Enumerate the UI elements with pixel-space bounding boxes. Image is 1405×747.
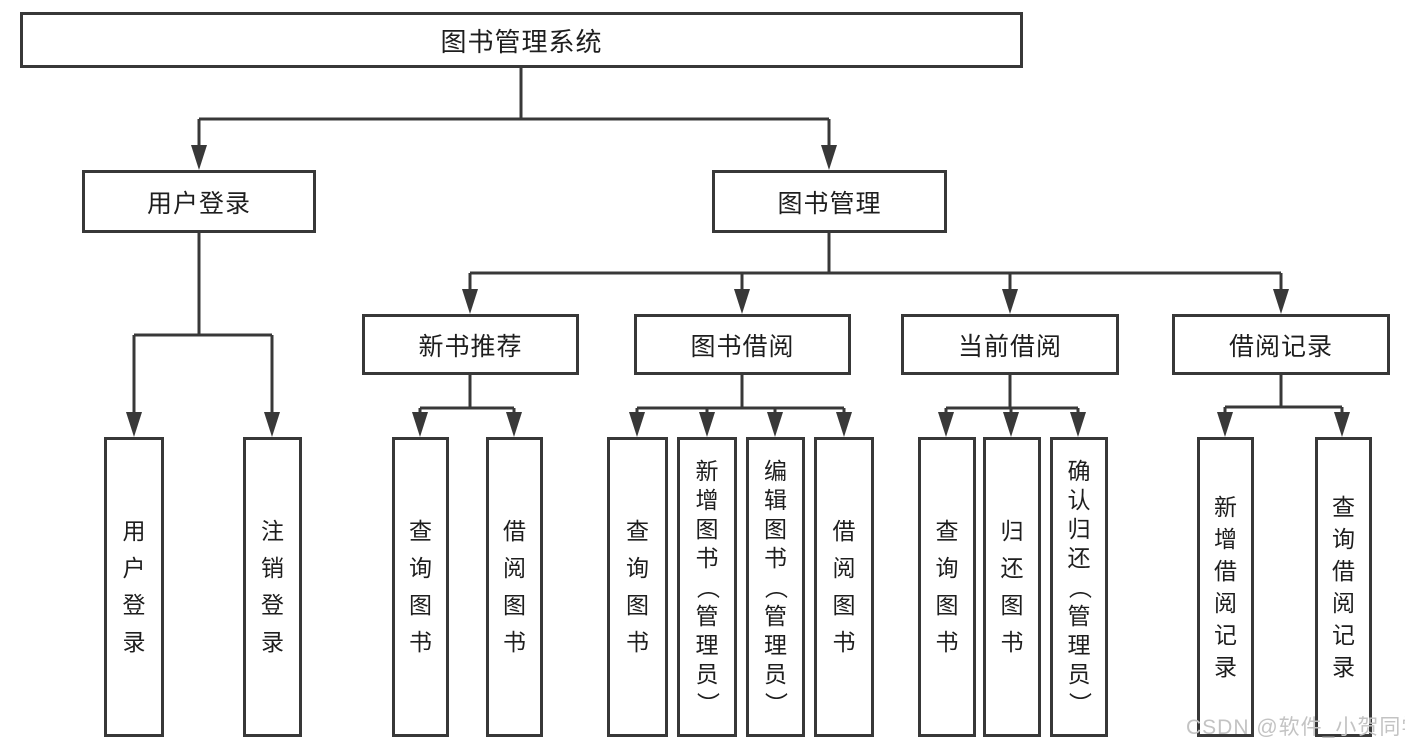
leaf-query-books-recommend: 查询图书 [392, 437, 449, 737]
leaf-add-book-admin: 新增图书（管理员） [677, 437, 737, 737]
node-user-login: 用户登录 [82, 170, 316, 233]
leaf-query-books-current: 查询图书 [918, 437, 976, 737]
leaf-query-books-borrowing: 查询图书 [607, 437, 668, 737]
leaf-logout: 注销登录 [243, 437, 302, 737]
node-current-borrowing: 当前借阅 [901, 314, 1119, 375]
leaf-edit-book-admin: 编辑图书（管理员） [746, 437, 805, 737]
node-borrowing-records: 借阅记录 [1172, 314, 1390, 375]
node-root-system: 图书管理系统 [20, 12, 1023, 68]
node-book-borrowing: 图书借阅 [634, 314, 851, 375]
leaf-user-login: 用户登录 [104, 437, 164, 737]
leaf-return-book: 归还图书 [983, 437, 1041, 737]
leaf-add-borrow-record: 新增借阅记录 [1197, 437, 1254, 737]
leaf-confirm-return-admin: 确认归还（管理员） [1050, 437, 1108, 737]
node-new-book-recommend: 新书推荐 [362, 314, 579, 375]
leaf-borrow-books-borrowing: 借阅图书 [814, 437, 874, 737]
node-book-management: 图书管理 [712, 170, 947, 233]
leaf-borrow-books-recommend: 借阅图书 [486, 437, 543, 737]
csdn-watermark: CSDN @软件_小贺同学 [1186, 716, 1405, 739]
arrowheads [126, 145, 1350, 437]
leaf-query-borrow-record: 查询借阅记录 [1315, 437, 1372, 737]
